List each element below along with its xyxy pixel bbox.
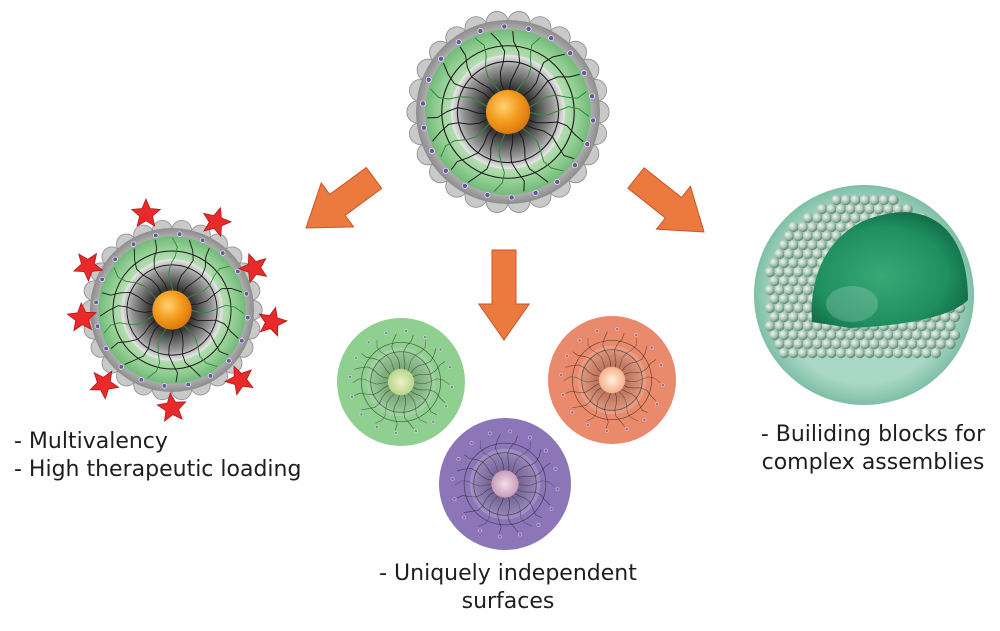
caption-left: - Multivalency - High therapeutic loadin… [14,428,301,484]
caption-right-line-2: complex assemblies [761,450,985,475]
caption-left-line-1: - Multivalency [14,429,168,454]
caption-right-line-1: - Builiding blocks for [760,422,986,447]
core-shell-nanoparticle-icon [406,11,610,213]
spherical-assembly-icon [754,185,974,405]
purple-nanoparticle-icon [439,418,571,550]
star-decorated-nanoparticle-icon [66,197,289,423]
caption-middle: - Uniquely independent surfaces [360,560,656,616]
arrows [305,166,705,341]
caption-left-line-2: - High therapeutic loading [14,457,302,482]
red-nanoparticle-icon [548,316,676,444]
caption-middle-line-2: surfaces [461,589,555,614]
caption-right: - Builiding blocks for complex assemblie… [748,421,998,477]
caption-middle-line-1: - Uniquely independent [379,561,637,586]
green-nanoparticle-icon [337,318,465,446]
